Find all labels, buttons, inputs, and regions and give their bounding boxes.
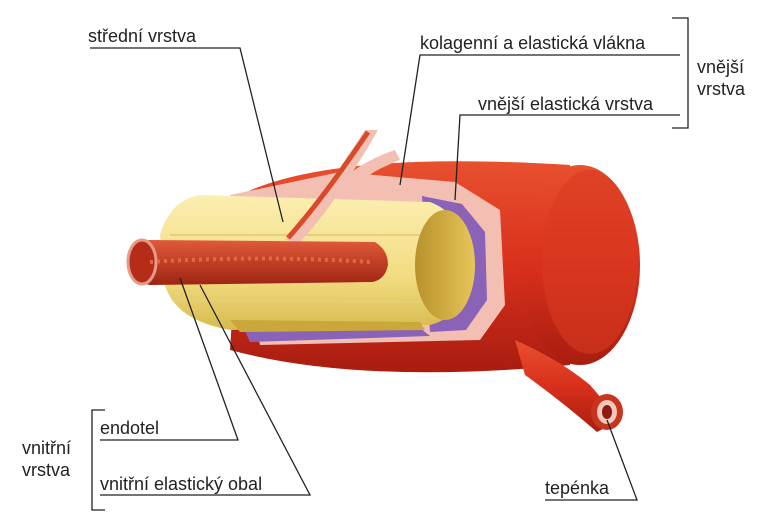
label-vnejsi-group-2: vrstva bbox=[697, 79, 746, 99]
label-tepenka: tepénka bbox=[545, 478, 610, 498]
label-vnitrni-group-2: vrstva bbox=[22, 460, 71, 480]
label-vnejsi-elasticka: vnější elastická vrstva bbox=[478, 94, 654, 114]
label-stredni-vrstva: střední vrstva bbox=[88, 26, 197, 46]
label-endotel: endotel bbox=[100, 418, 160, 438]
label-vnejsi-group-1: vnější bbox=[697, 57, 745, 77]
label-vnitrni-group-1: vnitřní bbox=[22, 438, 72, 458]
line-tepenka bbox=[545, 419, 638, 501]
label-kolagenni: kolagenní a elastická vlákna bbox=[420, 33, 646, 53]
bracket-vnitrni bbox=[91, 409, 105, 511]
line-kolagenni bbox=[399, 54, 680, 186]
branch-artery bbox=[515, 340, 623, 432]
small-vessels bbox=[285, 130, 400, 242]
line-vnejsi-elasticka bbox=[454, 114, 680, 201]
leader-lines bbox=[90, 17, 689, 511]
line-endotel bbox=[100, 277, 239, 441]
label-vnitrni-obal: vnitřní elastický obal bbox=[100, 474, 263, 494]
line-vnitrni-obal bbox=[100, 284, 312, 496]
bracket-vnejsi bbox=[672, 17, 689, 129]
line-stredni bbox=[90, 47, 284, 223]
inner-lumen bbox=[126, 238, 388, 286]
